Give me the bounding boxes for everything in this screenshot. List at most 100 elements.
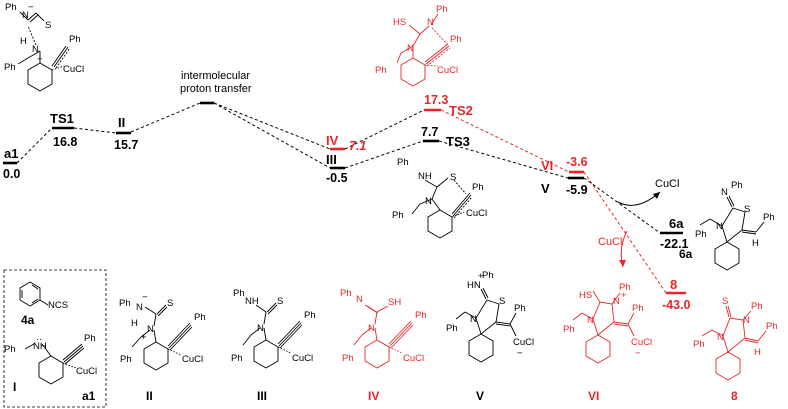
v-cyclohexane-ring xyxy=(468,333,494,363)
svg-text:+: + xyxy=(37,54,43,65)
svg-text:NH: NH xyxy=(418,171,432,182)
structure-4a xyxy=(19,281,49,307)
connector-ts1-ii xyxy=(73,127,117,134)
svg-text:N: N xyxy=(743,315,750,326)
svg-text:SH: SH xyxy=(388,297,401,308)
svg-text:−: − xyxy=(517,348,523,359)
svg-text:N: N xyxy=(721,187,728,198)
level-labels: a1 0.0 TS1 16.8 II 15.7 IV 7.1 III -0.5 … xyxy=(3,93,691,312)
structure-6a-text: N Ph S N Ph H Ph 6a xyxy=(679,180,775,261)
iii-cyclohexane-ring xyxy=(253,339,279,369)
svg-text:+: + xyxy=(478,271,484,282)
structure-ii xyxy=(131,304,193,371)
svg-text:Ph: Ph xyxy=(119,298,131,309)
svg-text:N: N xyxy=(22,10,29,21)
svg-text:Ph: Ph xyxy=(695,229,707,240)
vi-cyclohexane-ring xyxy=(585,334,611,364)
vi-imidazolidine-ring xyxy=(592,301,615,336)
8-imidazolidinethione-ring xyxy=(722,317,746,353)
value-v: -5.9 xyxy=(566,183,588,197)
svg-text:N: N xyxy=(136,302,143,313)
connector-v-6a xyxy=(583,177,661,234)
svg-text:IV: IV xyxy=(368,389,379,403)
svg-text:6a: 6a xyxy=(679,247,693,261)
svg-text:N: N xyxy=(407,43,414,54)
svg-text:Ph: Ph xyxy=(69,34,81,45)
structure-iii-text: Ph NH S N Ph CuCl Ph III xyxy=(231,288,316,403)
svg-text:II: II xyxy=(146,389,153,403)
iv-cyclohexane-ring xyxy=(364,339,390,369)
structure-ts3 xyxy=(411,177,473,239)
level-bars xyxy=(3,101,686,295)
structure-vi xyxy=(572,290,635,364)
value-ii: 15.7 xyxy=(114,138,138,152)
ts2-cyclohexane-ring xyxy=(400,57,426,87)
connector-peak-iii xyxy=(213,102,331,169)
svg-text:Ph: Ph xyxy=(763,212,775,223)
structure-4a-text: NCS 4a xyxy=(21,300,68,327)
svg-text:V: V xyxy=(476,389,484,403)
connector-peak-iv xyxy=(213,102,331,150)
structure-vi-text: HS N + Ph N Ph CuCl − Ph VI xyxy=(563,282,652,403)
cucl-loss-red: CuCl xyxy=(598,230,628,268)
svg-text:NH: NH xyxy=(245,296,259,307)
svg-text:S: S xyxy=(45,20,51,31)
svg-text:−: − xyxy=(28,2,34,13)
svg-text:N: N xyxy=(613,296,620,307)
v-thiazolidine-ring xyxy=(475,299,500,335)
reactant-legend-box xyxy=(3,269,107,408)
svg-text:+: + xyxy=(621,290,627,301)
svg-text:H: H xyxy=(754,347,761,358)
svg-text:CuCl: CuCl xyxy=(182,354,203,365)
svg-text:CuCl: CuCl xyxy=(631,337,652,348)
svg-text:H: H xyxy=(131,318,138,329)
svg-text:S: S xyxy=(722,296,728,307)
svg-text:··: ·· xyxy=(36,334,42,345)
svg-text:Ph: Ph xyxy=(619,282,631,293)
svg-text:N: N xyxy=(32,44,39,55)
value-iv: 7.1 xyxy=(349,139,366,153)
svg-text:Ph: Ph xyxy=(563,324,575,335)
svg-text:8: 8 xyxy=(731,389,738,403)
svg-text:HN: HN xyxy=(467,280,481,291)
svg-text:N: N xyxy=(257,323,264,334)
svg-text:Ph: Ph xyxy=(450,34,462,45)
svg-text:Ph: Ph xyxy=(340,288,352,299)
value-ts3: 7.7 xyxy=(421,125,438,139)
svg-text:CuCl: CuCl xyxy=(437,65,458,76)
6a-thiazolidine-ring xyxy=(721,207,746,243)
svg-text:CuCl: CuCl xyxy=(466,208,487,219)
svg-text:a1: a1 xyxy=(82,389,96,403)
value-iii: -0.5 xyxy=(326,171,348,185)
svg-text:Ph: Ph xyxy=(231,353,243,364)
svg-text:S: S xyxy=(744,204,750,215)
structure-8 xyxy=(701,305,767,381)
svg-text:Ph: Ph xyxy=(446,323,458,334)
svg-text:Ph: Ph xyxy=(397,157,409,168)
connector-iv-ts2 xyxy=(344,109,425,150)
structure-iv xyxy=(353,304,414,369)
structure-ts2-text: HS N Ph N Ph CuCl Ph xyxy=(375,4,462,76)
svg-text:N: N xyxy=(717,332,724,343)
svg-text:VI: VI xyxy=(588,389,599,403)
svg-text:Ph: Ph xyxy=(482,270,494,281)
structure-6a xyxy=(699,195,765,271)
annotation-proton-transfer-line2: proton transfer xyxy=(180,83,252,95)
svg-text:Ph: Ph xyxy=(472,182,484,193)
structure-iii xyxy=(242,302,303,369)
cucl-loss-black: CuCl xyxy=(617,178,679,206)
structure-i xyxy=(24,343,85,385)
value-a1: 0.0 xyxy=(3,167,20,181)
value-8: -43.0 xyxy=(662,298,691,312)
svg-text:S: S xyxy=(277,296,283,307)
label-ts3: TS3 xyxy=(446,134,470,149)
svg-text:Ph: Ph xyxy=(693,339,705,350)
label-a1: a1 xyxy=(4,146,18,161)
svg-text:Ph: Ph xyxy=(751,301,763,312)
svg-text:H: H xyxy=(20,36,27,47)
arrowhead-black-icon xyxy=(653,192,660,199)
svg-text:Ph: Ph xyxy=(4,62,16,73)
structure-iv-text: Ph N SH N Ph CuCl Ph IV xyxy=(340,288,427,403)
value-ts1: 16.8 xyxy=(53,135,77,149)
